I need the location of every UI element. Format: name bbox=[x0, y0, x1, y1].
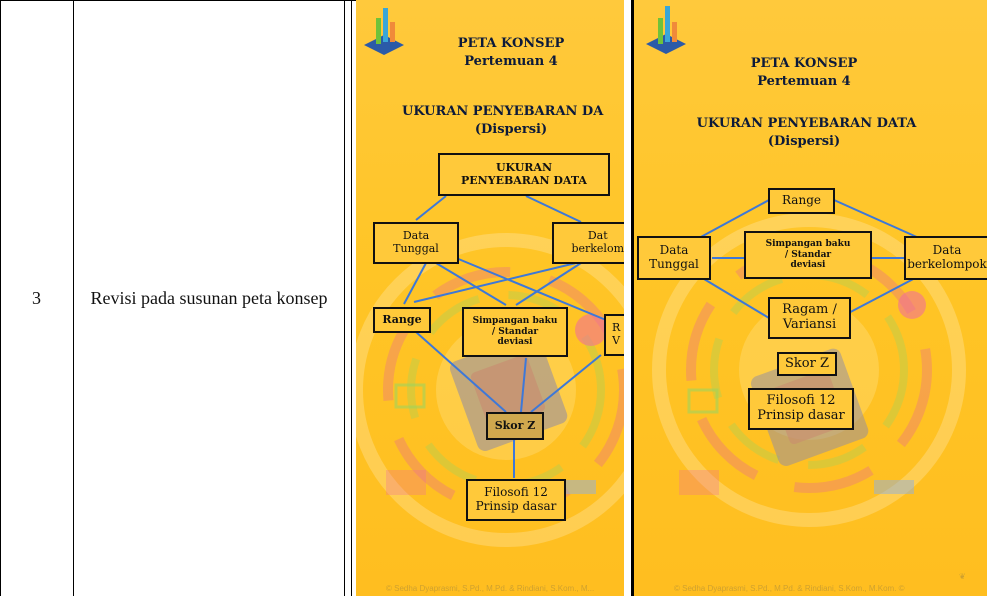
concept-box-data-berkelompok: Data berkelompok bbox=[904, 236, 987, 280]
slide-after-page-mark: ❦ bbox=[959, 572, 966, 581]
slide-after-topic: UKURAN PENYEBARAN DATA bbox=[696, 116, 917, 131]
row-number: 3 bbox=[32, 287, 41, 308]
slide-before-footer: © Sedha Dyaprasmi, S.Pd., M.Pd. & Rindia… bbox=[386, 584, 595, 593]
concept-box-data-berkelompok: Dat berkelom bbox=[552, 222, 624, 264]
chart-logo-icon bbox=[364, 8, 404, 55]
slide-divider-gap bbox=[624, 0, 634, 596]
slide-divider-line bbox=[631, 0, 634, 596]
table-border-left bbox=[0, 0, 1, 596]
row-number-cell: 3 bbox=[0, 0, 73, 596]
slide-before-topic: UKURAN PENYEBARAN DA bbox=[402, 104, 604, 119]
chart-logo-icon bbox=[646, 6, 686, 54]
concept-box-skor-z: Skor Z bbox=[486, 412, 544, 440]
slide-after-footer: © Sedha Dyaprasmi, S.Pd., M.Pd. & Rindia… bbox=[674, 584, 905, 593]
concept-box-data-tunggal: Data Tunggal bbox=[637, 236, 711, 280]
slide-after-header: PETA KONSEP bbox=[750, 56, 858, 71]
concept-box-filosofi: Filosofi 12 Prinsip dasar bbox=[466, 479, 566, 521]
concept-box-filosofi: Filosofi 12 Prinsip dasar bbox=[748, 388, 854, 430]
concept-box-ragam: R V bbox=[604, 314, 624, 356]
slide-after-topic-sub: (Dispersi) bbox=[767, 134, 841, 149]
concept-box-range: Range bbox=[768, 188, 835, 214]
concept-box-range: Range bbox=[373, 307, 431, 333]
table-border-col3 bbox=[351, 0, 352, 596]
concept-box-ragam: Ragam / Variansi bbox=[768, 297, 851, 339]
table-border-col2 bbox=[344, 0, 345, 596]
table-border-col1 bbox=[73, 0, 74, 596]
row-description-cell: Revisi pada susunan peta konsep bbox=[74, 0, 344, 596]
concept-box-data-tunggal: Data Tunggal bbox=[373, 222, 459, 264]
slide-before-subheader: Pertemuan 4 bbox=[464, 54, 558, 69]
concept-box-ukuran: UKURAN PENYEBARAN DATA bbox=[438, 153, 610, 196]
slide-after: PETA KONSEP Pertemuan 4 UKURAN PENYEBARA… bbox=[634, 0, 987, 596]
concept-box-skor-z: Skor Z bbox=[777, 352, 837, 376]
slide-after-subheader: Pertemuan 4 bbox=[757, 74, 851, 89]
slide-before-header: PETA KONSEP bbox=[457, 36, 565, 51]
slide-before-topic-sub: (Dispersi) bbox=[474, 122, 548, 137]
row-description: Revisi pada susunan peta konsep bbox=[90, 288, 328, 308]
slide-before: PETA KONSEP Pertemuan 4 UKURAN PENYEBARA… bbox=[356, 0, 624, 596]
concept-box-simpangan: Simpangan baku / Standar deviasi bbox=[462, 307, 568, 357]
concept-box-simpangan: Simpangan baku / Standar deviasi bbox=[744, 231, 872, 279]
